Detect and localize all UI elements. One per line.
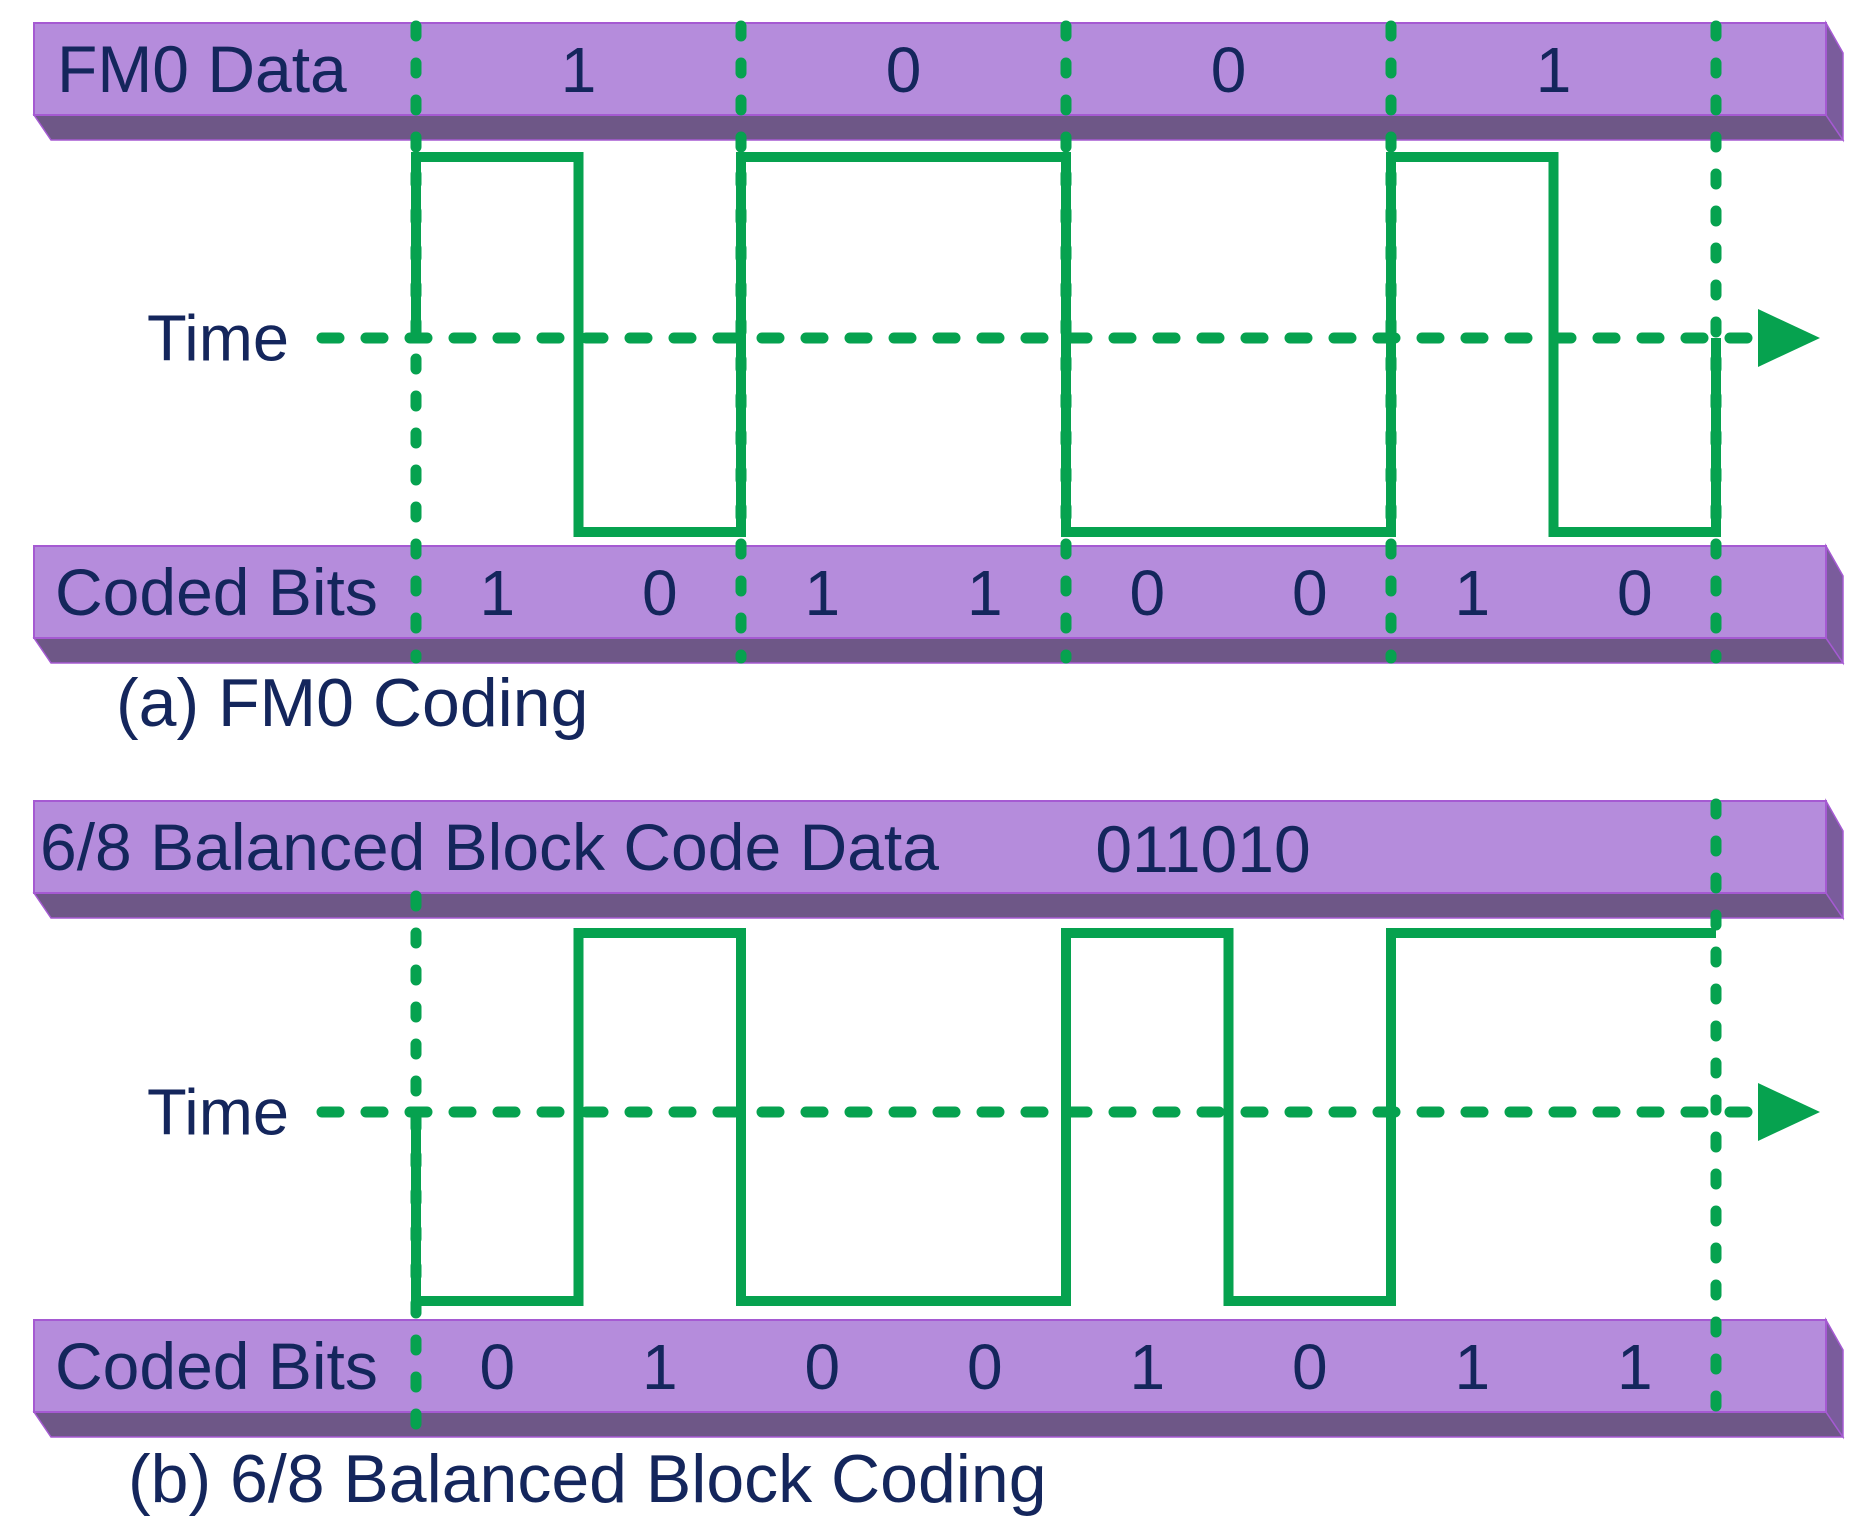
bit-value: 0 <box>1292 557 1328 629</box>
fm0-data-bar-face <box>33 22 1827 116</box>
bit-value: 1 <box>561 34 597 106</box>
fm0-waveform <box>411 152 1721 537</box>
bit-value: 0 <box>1211 34 1247 106</box>
fm0-data-bar-bottom-bevel <box>32 114 1845 141</box>
bit-value: 1 <box>479 557 515 629</box>
time-axis-arrowhead-icon <box>1758 1083 1820 1141</box>
bit-value: 1 <box>1129 1331 1165 1403</box>
bit-value: 1 <box>967 557 1003 629</box>
bit-value: 1 <box>1617 1331 1653 1403</box>
block-coded-bits-row: 0 1 0 0 1 0 1 1 <box>479 1331 1652 1403</box>
block-code-data-bar <box>32 798 1845 921</box>
bit-value: 0 <box>804 1331 840 1403</box>
block-code-data-bar-face <box>33 800 1827 894</box>
block-code-coded-bar <box>32 1317 1845 1440</box>
bit-value: 1 <box>1536 34 1572 106</box>
bit-value: 1 <box>1454 1331 1490 1403</box>
block-code-data-bar-bottom-bevel <box>32 892 1845 919</box>
fm0-coded-bits-row: 1 0 1 1 0 0 1 0 <box>479 557 1652 629</box>
block-code-data-bar-label: 6/8 Balanced Block Code Data <box>40 810 939 884</box>
bit-value: 1 <box>1454 557 1490 629</box>
time-axis-arrowhead-icon <box>1758 309 1820 367</box>
bit-value: 1 <box>642 1331 678 1403</box>
bit-value: 0 <box>479 1331 515 1403</box>
block-code-coded-bar-bottom-bevel <box>32 1411 1845 1438</box>
fm0-time-label: Time <box>147 302 289 375</box>
fm0-coded-bar-face <box>33 545 1827 639</box>
bit-value: 1 <box>804 557 840 629</box>
fm0-time-axis <box>316 309 1820 367</box>
bit-value: 0 <box>1617 557 1653 629</box>
block-code-coded-bar-label: Coded Bits <box>55 1329 378 1403</box>
fm0-coded-bar-bottom-bevel <box>32 637 1845 664</box>
fm0-data-bar-label: FM0 Data <box>57 32 347 106</box>
bit-value: 0 <box>1129 557 1165 629</box>
bit-value: 0 <box>886 34 922 106</box>
fm0-data-bits-row: 1 0 0 1 <box>561 34 1572 106</box>
fm0-bit-boundaries <box>410 20 1722 664</box>
bit-value: 0 <box>642 557 678 629</box>
block-time-axis <box>316 1083 1820 1141</box>
fm0-data-bar <box>32 20 1845 143</box>
bit-value: 0 <box>1292 1331 1328 1403</box>
block-time-label: Time <box>147 1076 289 1149</box>
panel-b-caption: (b) 6/8 Balanced Block Coding <box>128 1441 1047 1517</box>
block-code-coded-bar-face <box>33 1319 1827 1413</box>
block-code-data-value: 011010 <box>1095 812 1310 886</box>
panel-a-caption: (a) FM0 Coding <box>116 665 588 741</box>
block-code-waveform <box>411 928 1716 1306</box>
bit-value: 0 <box>967 1331 1003 1403</box>
panel-b: 6/8 Balanced Block Code Data 011010 Time… <box>32 798 1845 1517</box>
panel-a: FM0 Data 1 0 0 1 Time Coded Bits 1 0 1 1 0 0 1 0 (… <box>32 20 1845 741</box>
fm0-coded-bar-label: Coded Bits <box>55 555 378 629</box>
